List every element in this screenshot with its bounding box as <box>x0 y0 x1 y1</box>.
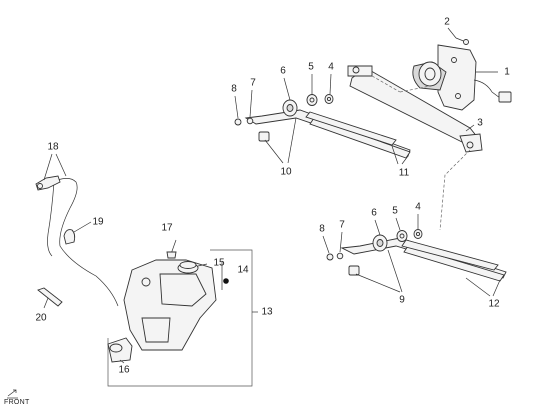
callout-6-upper: 6 <box>280 66 286 77</box>
washer-hose <box>47 178 119 307</box>
callout-7-lower: 7 <box>339 220 345 231</box>
lower-spindle-hardware <box>326 229 423 261</box>
callout-6-lower: 6 <box>371 208 377 219</box>
callout-14: 14 <box>237 265 249 276</box>
lower-wiper-arm <box>340 237 507 282</box>
washer-tank <box>123 259 217 351</box>
bolt-part-2 <box>455 37 469 45</box>
wiper-linkage-3 <box>347 65 483 153</box>
callout-8-lower: 8 <box>319 224 325 235</box>
bullet-marker-14 <box>223 278 229 284</box>
upper-wiper-arm <box>244 109 411 159</box>
hose-clip <box>63 229 76 245</box>
washer-pump <box>107 337 133 363</box>
callout-12: 12 <box>488 299 500 310</box>
callout-15: 15 <box>213 258 225 269</box>
callout-11: 11 <box>399 168 410 179</box>
callout-1: 1 <box>504 67 510 78</box>
fastener-pin <box>37 287 63 307</box>
callout-9: 9 <box>399 295 405 306</box>
callout-5-upper: 5 <box>308 62 314 73</box>
callout-18: 18 <box>47 142 59 153</box>
callout-20: 20 <box>35 313 47 324</box>
tank-cap <box>177 261 199 274</box>
upper-arm-cap <box>258 131 270 142</box>
callout-7-upper: 7 <box>250 78 256 89</box>
callout-10: 10 <box>280 167 292 178</box>
callout-2: 2 <box>444 17 450 28</box>
wiper-motor <box>412 44 512 111</box>
bolt-part-17 <box>166 239 177 259</box>
front-label: FRONT <box>4 399 30 406</box>
leader-lines <box>43 27 501 364</box>
callout-labels: 1 2 3 4 5 6 7 8 10 11 4 5 6 7 8 9 12 13 … <box>35 17 510 376</box>
front-arrow-icon <box>7 389 18 399</box>
washer-nozzle <box>35 175 61 191</box>
upper-spindle-hardware <box>234 94 334 126</box>
callout-3: 3 <box>477 118 483 129</box>
callout-4-upper: 4 <box>328 62 334 73</box>
tank-group-frame <box>107 249 253 387</box>
callout-13: 13 <box>261 307 273 318</box>
callout-16: 16 <box>118 365 130 376</box>
callout-5-lower: 5 <box>392 206 398 217</box>
callout-19: 19 <box>92 217 104 228</box>
callout-8-upper: 8 <box>231 84 237 95</box>
callout-17: 17 <box>161 223 173 234</box>
callout-4-lower: 4 <box>415 202 421 213</box>
